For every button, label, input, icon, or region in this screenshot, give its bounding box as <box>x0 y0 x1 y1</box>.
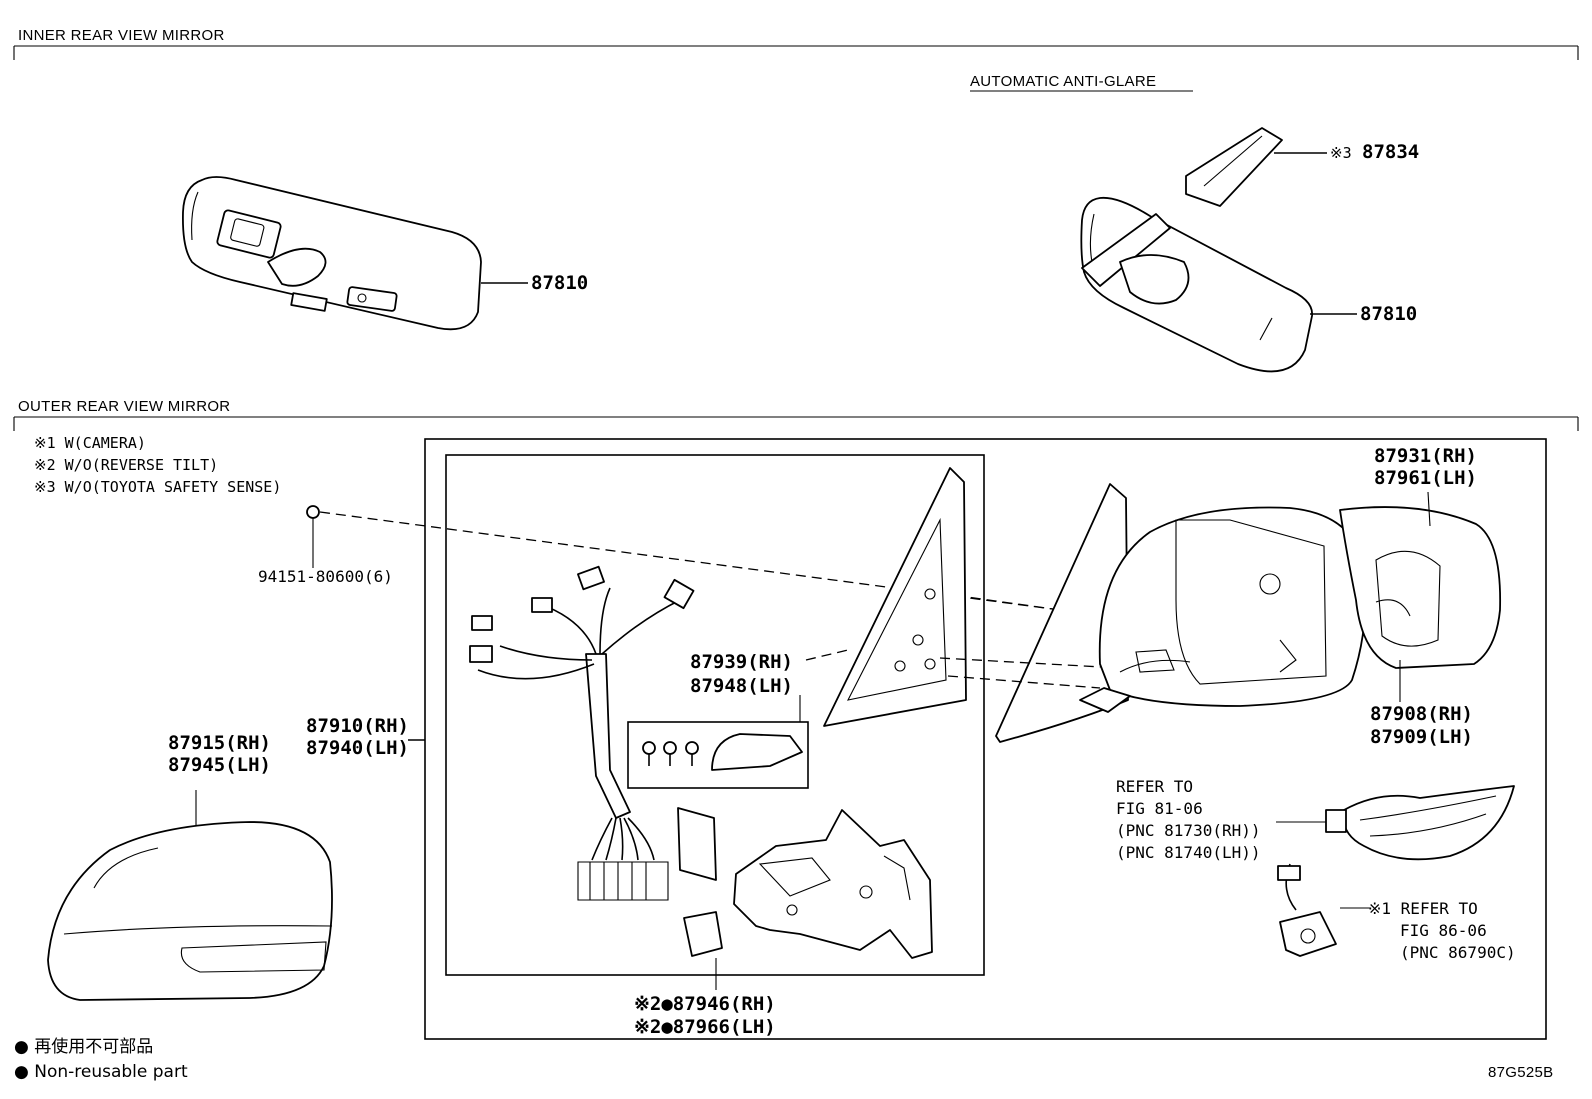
screw-94151-icon <box>306 505 320 519</box>
part-87961: 87961(LH) <box>1374 467 1477 489</box>
refer1-line4: (PNC 81740(LH)) <box>1116 843 1261 862</box>
inner-mirror-standard <box>182 176 528 331</box>
refer1-line3: (PNC 81730(RH)) <box>1116 821 1261 840</box>
outer-section-title: OUTER REAR VIEW MIRROR <box>18 398 230 415</box>
part-87940: 87940(LH) <box>306 737 409 759</box>
part-87915: 87915(RH) <box>168 732 271 754</box>
screw-kit-box <box>627 721 809 789</box>
part-87910: 87910(RH) <box>306 715 409 737</box>
part-87810-anti-glare: 87810 <box>1360 303 1417 325</box>
screws-icon <box>642 733 803 771</box>
part-87931: 87931(RH) <box>1374 445 1477 467</box>
note-3: ※3 W/O(TOYOTA SAFETY SENSE) <box>34 478 281 496</box>
assembly-inner-box <box>445 454 985 976</box>
outer-section-frame <box>13 416 1579 431</box>
note-2: ※2 W/O(REVERSE TILT) <box>34 456 218 474</box>
wire-harness <box>469 565 695 901</box>
inner-section-title: INNER REAR VIEW MIRROR <box>18 27 225 44</box>
turn-signal-lamp <box>1325 785 1515 861</box>
refer2-line2: FIG 86-06 <box>1400 921 1487 940</box>
assembly-outer-box <box>424 438 1547 1040</box>
mirror-triangle-cover <box>823 467 967 727</box>
part-87834-mark: ※3 <box>1330 144 1352 162</box>
assembly-dashed-line <box>319 511 1061 611</box>
part-87946: ※2●87946(RH) <box>634 993 776 1015</box>
refer2-line1: ※1 REFER TO <box>1368 899 1478 918</box>
legend-non-reusable-en: ● Non-reusable part <box>14 1062 188 1082</box>
part-87908: 87908(RH) <box>1370 703 1473 725</box>
mirror-housing <box>1079 506 1367 713</box>
inner-mirror-anti-glare <box>1080 127 1357 373</box>
refer2-line3: (PNC 86790C) <box>1400 943 1516 962</box>
part-87948: 87948(LH) <box>690 675 793 697</box>
part-87909: 87909(LH) <box>1370 726 1473 748</box>
legend-non-reusable-jp: ● 再使用不可部品 <box>14 1036 153 1057</box>
part-87810-standard: 87810 <box>531 272 588 294</box>
mirror-base-plate <box>995 483 1129 743</box>
part-94151: 94151-80600(6) <box>258 567 393 586</box>
camera-unit <box>1277 863 1337 957</box>
figure-code: 87G525B <box>1488 1064 1553 1081</box>
connector-87946-icon <box>683 911 723 957</box>
mirror-cover-87915 <box>47 821 333 1001</box>
refer1-line2: FIG 81-06 <box>1116 799 1203 818</box>
mirror-glass-87931 <box>1339 506 1502 669</box>
part-87834: 87834 <box>1362 141 1419 163</box>
refer1-line1: REFER TO <box>1116 777 1193 796</box>
pad-icon <box>677 807 717 881</box>
mirror-actuator-bracket <box>733 809 933 959</box>
part-87945: 87945(LH) <box>168 754 271 776</box>
part-87966: ※2●87966(LH) <box>634 1016 776 1038</box>
inner-section-frame <box>13 45 1579 60</box>
anti-glare-subheader: AUTOMATIC ANTI-GLARE <box>970 73 1156 90</box>
part-87939: 87939(RH) <box>690 651 793 673</box>
note-1: ※1 W(CAMERA) <box>34 434 146 452</box>
